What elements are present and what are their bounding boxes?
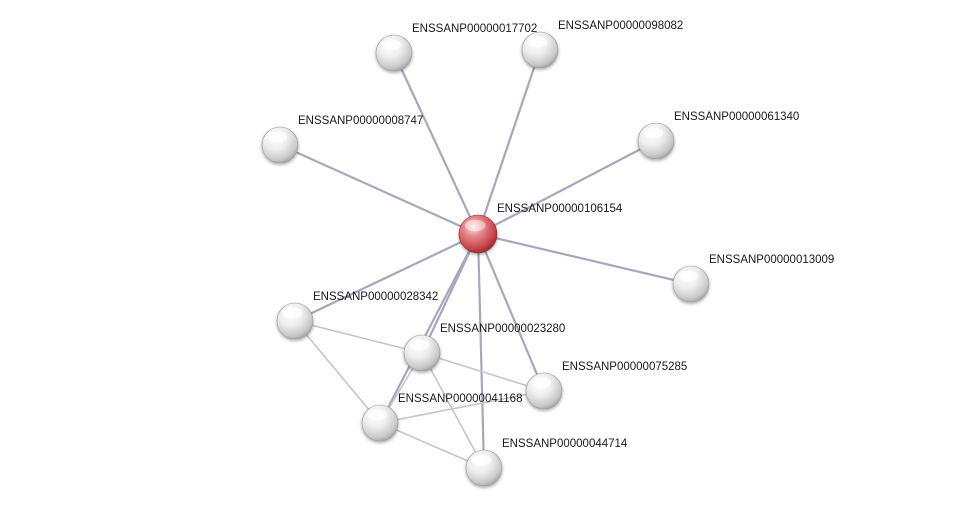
- node-n044714[interactable]: ENSSANP00000044714: [465, 438, 628, 487]
- node-highlight: [678, 270, 699, 282]
- edge-n106154-n008747: [278, 143, 480, 236]
- node-highlight: [367, 409, 388, 421]
- edge-n028342-n023280: [294, 320, 423, 354]
- edge-n106154-n017702: [392, 51, 480, 236]
- edge-n106154-n013009: [476, 232, 693, 286]
- edge-n023280-n044714: [421, 352, 485, 469]
- node-label: ENSSANP00000041168: [398, 393, 522, 405]
- node-highlight: [381, 39, 402, 51]
- node-n017702[interactable]: ENSSANP00000017702: [375, 23, 537, 72]
- edge-n023280-n075285: [421, 352, 545, 392]
- node-label: ENSSANP00000008747: [298, 115, 423, 127]
- node-n061340[interactable]: ENSSANP00000061340: [637, 111, 799, 160]
- node-n098082[interactable]: ENSSANP00000098082: [521, 20, 683, 69]
- node-n041168[interactable]: ENSSANP00000041168: [361, 393, 522, 442]
- edge-n106154-n075285: [476, 232, 546, 393]
- node-highlight: [409, 339, 430, 351]
- edge-n106154-n028342: [293, 232, 480, 323]
- edge-n028342-n041168: [294, 320, 381, 424]
- node-label: ENSSANP00000023280: [440, 323, 565, 335]
- node-label: ENSSANP00000044714: [502, 438, 628, 450]
- node-label: ENSSANP00000061340: [674, 111, 799, 123]
- node-label: ENSSANP00000098082: [558, 20, 683, 32]
- edge-n041168-n075285: [379, 390, 545, 424]
- node-highlight: [471, 454, 492, 466]
- node-sphere[interactable]: [458, 214, 498, 254]
- node-highlight: [531, 377, 552, 389]
- edges-layer: [278, 48, 693, 470]
- node-n075285[interactable]: ENSSANP00000075285: [525, 361, 687, 410]
- node-highlight: [464, 219, 486, 232]
- node-highlight: [282, 307, 303, 319]
- node-highlight: [267, 131, 288, 143]
- edge-n106154-n044714: [476, 232, 486, 470]
- node-label: ENSSANP00000028342: [313, 291, 438, 303]
- edge-n106154-n061340: [476, 139, 658, 236]
- node-n106154[interactable]: ENSSANP00000106154: [458, 203, 623, 254]
- node-n008747[interactable]: ENSSANP00000008747: [261, 115, 423, 164]
- node-label: ENSSANP00000017702: [412, 23, 537, 35]
- edge-n041168-n044714: [379, 422, 485, 469]
- node-highlight: [643, 127, 664, 139]
- node-label: ENSSANP00000106154: [497, 203, 623, 215]
- node-label: ENSSANP00000075285: [562, 361, 687, 373]
- node-label: ENSSANP00000013009: [709, 254, 834, 266]
- node-n013009[interactable]: ENSSANP00000013009: [672, 254, 834, 303]
- node-n028342[interactable]: ENSSANP00000028342: [276, 291, 438, 340]
- edge-n106154-n098082: [476, 48, 542, 236]
- edge-n106154-n041168: [378, 232, 480, 425]
- node-highlight: [527, 36, 548, 48]
- node-n023280[interactable]: ENSSANP00000023280: [403, 323, 565, 372]
